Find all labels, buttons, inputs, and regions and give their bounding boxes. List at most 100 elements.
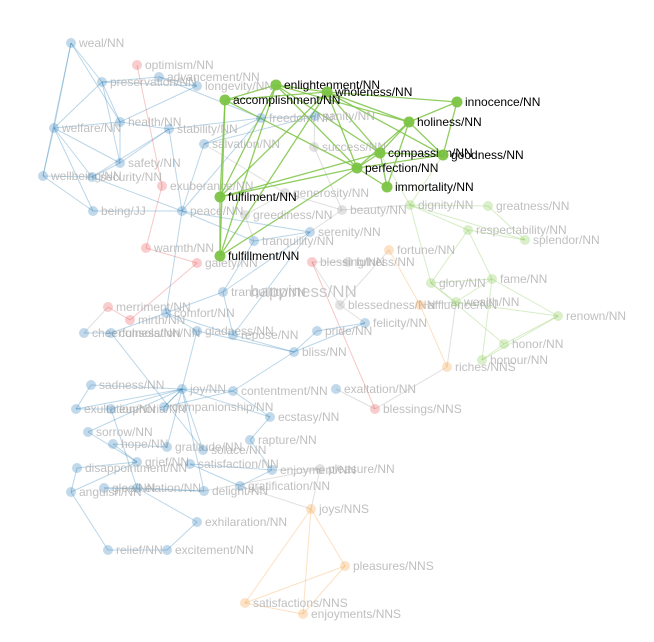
node-dot-warmth[interactable]: [141, 243, 151, 253]
node-blessedness[interactable]: blessedness/NN: [335, 298, 435, 312]
node-dot-fortune[interactable]: [384, 245, 394, 255]
node-dot-pleasures[interactable]: [340, 561, 350, 571]
node-excitement[interactable]: excitement/NN: [162, 543, 254, 557]
node-delight[interactable]: delight/NN: [199, 484, 268, 498]
node-immortality[interactable]: immortality/NN: [381, 180, 474, 194]
node-glee[interactable]: glee/NN: [99, 481, 155, 495]
node-goodness[interactable]: goodness/NN: [437, 148, 524, 162]
node-respectability[interactable]: respectability/NN: [463, 223, 567, 237]
node-dot-pride[interactable]: [312, 326, 322, 336]
node-dignity[interactable]: dignity/NN: [405, 198, 473, 212]
node-dot-beauty[interactable]: [337, 205, 347, 215]
node-dot-holiness[interactable]: [403, 116, 415, 128]
node-dot-freedom[interactable]: [256, 113, 266, 123]
node-dot-delight[interactable]: [199, 486, 209, 496]
node-dot-blessedness[interactable]: [335, 300, 345, 310]
node-satisfaction[interactable]: satisfaction/NN: [185, 457, 279, 471]
node-dot-greatness[interactable]: [483, 201, 493, 211]
node-solace[interactable]: solace/NN: [198, 443, 266, 457]
node-dot-companionship[interactable]: [159, 402, 169, 412]
node-dot-relief[interactable]: [103, 545, 113, 555]
node-dot-tranquillity[interactable]: [218, 287, 228, 297]
node-freedom[interactable]: freedom/NN: [256, 111, 334, 125]
node-dot-fulfillment[interactable]: [214, 250, 226, 262]
node-dot-exhilaration[interactable]: [192, 517, 202, 527]
node-dot-glee[interactable]: [99, 483, 109, 493]
node-dot-joys[interactable]: [306, 504, 316, 514]
node-accomplishment[interactable]: accomplishment/NN: [219, 93, 341, 107]
node-sorrow[interactable]: sorrow/NN: [83, 425, 153, 439]
node-dot-dignity[interactable]: [405, 200, 415, 210]
node-pride[interactable]: pride/NN: [312, 324, 372, 338]
node-dot-salvation[interactable]: [199, 139, 209, 149]
node-sanity[interactable]: sanity/NN: [310, 109, 375, 123]
node-dot-fame[interactable]: [487, 274, 497, 284]
node-serenity[interactable]: serenity/NN: [305, 225, 381, 239]
node-generosity[interactable]: generosity/NN: [280, 186, 369, 200]
node-grief[interactable]: grief/NN: [132, 455, 189, 469]
node-enjoyment[interactable]: enjoyment/NN: [267, 463, 356, 477]
node-dot-solace[interactable]: [198, 445, 208, 455]
node-dot-blessing[interactable]: [307, 257, 317, 267]
node-dot-welfare[interactable]: [49, 123, 59, 133]
node-repose[interactable]: repose/NN: [228, 328, 298, 342]
node-blessing[interactable]: blessing/NN: [307, 255, 385, 269]
node-greediness[interactable]: greediness/NN: [240, 208, 332, 222]
node-hope[interactable]: hope/NN: [108, 437, 168, 451]
node-optimism[interactable]: optimism/NN: [132, 58, 214, 72]
node-dot-fulfilment[interactable]: [214, 191, 226, 203]
node-blessings[interactable]: blessings/NNS: [370, 402, 462, 416]
node-disappointment[interactable]: disappointment/NN: [72, 461, 187, 475]
node-dot-mirth[interactable]: [125, 315, 135, 325]
node-elation[interactable]: elation/NN: [132, 481, 201, 495]
node-dot-elation[interactable]: [132, 483, 142, 493]
node-tranquility[interactable]: tranquility/NN: [249, 234, 334, 248]
node-security[interactable]: security/NN: [87, 170, 162, 184]
node-welfare[interactable]: welfare/NN: [49, 121, 121, 135]
node-comfort[interactable]: comfort/NN: [161, 306, 235, 320]
node-dot-longevity[interactable]: [192, 81, 202, 91]
node-dot-peace[interactable]: [177, 206, 187, 216]
node-dot-merriment[interactable]: [103, 302, 113, 312]
node-companionship[interactable]: companionship/NN: [159, 400, 273, 414]
node-exaltation[interactable]: exaltation/NN: [331, 382, 416, 396]
node-fulfilment[interactable]: fulfilment/NN: [214, 190, 297, 204]
node-dot-respectability[interactable]: [463, 225, 473, 235]
node-advancement[interactable]: advancement/NN: [154, 70, 260, 84]
node-dot-anguish[interactable]: [66, 487, 76, 497]
node-dot-blessings[interactable]: [370, 404, 380, 414]
node-affluence[interactable]: affluence/NN: [415, 298, 497, 312]
node-pleasure[interactable]: pleasure/NN: [315, 462, 395, 476]
node-dot-riches[interactable]: [442, 362, 452, 372]
node-glory[interactable]: glory/NN: [426, 276, 486, 290]
node-dot-sorrow[interactable]: [83, 427, 93, 437]
node-sadness[interactable]: sadness/NN: [86, 378, 164, 392]
node-dot-tranquility[interactable]: [249, 236, 259, 246]
node-dot-consolation[interactable]: [106, 328, 116, 338]
node-contentment[interactable]: contentment/NN: [228, 384, 328, 398]
node-gladness[interactable]: gladness/NN: [192, 324, 274, 338]
node-dot-exultation[interactable]: [71, 404, 81, 414]
node-dot-immortality[interactable]: [381, 181, 393, 193]
node-dot-being[interactable]: [88, 206, 98, 216]
node-dot-grief[interactable]: [132, 457, 142, 467]
node-dot-satisfactions[interactable]: [240, 598, 250, 608]
node-health[interactable]: health/NN: [115, 115, 181, 129]
node-exuberance[interactable]: exuberance/NN: [157, 179, 253, 193]
node-dot-affluence[interactable]: [415, 300, 425, 310]
node-cheerfulness[interactable]: cheerfulness/NN: [79, 326, 181, 340]
node-dot-gladness[interactable]: [192, 326, 202, 336]
node-splendor[interactable]: splendor/NN: [520, 233, 600, 247]
node-dot-sadness[interactable]: [86, 380, 96, 390]
node-dot-preservation[interactable]: [97, 77, 107, 87]
node-tranquillity[interactable]: tranquillity/NN: [218, 285, 306, 299]
node-enjoyments[interactable]: enjoyments/NNS: [298, 607, 401, 621]
node-exhilaration[interactable]: exhilaration/NN: [192, 515, 287, 529]
node-salvation[interactable]: salvation/NN: [199, 137, 280, 151]
node-satisfactions[interactable]: satisfactions/NNS: [240, 596, 348, 610]
node-dot-serenity[interactable]: [305, 227, 315, 237]
node-consolation[interactable]: consolation/NN: [106, 326, 200, 340]
node-dot-honour[interactable]: [477, 355, 487, 365]
node-dot-rapture[interactable]: [245, 435, 255, 445]
node-dot-success[interactable]: [309, 142, 319, 152]
